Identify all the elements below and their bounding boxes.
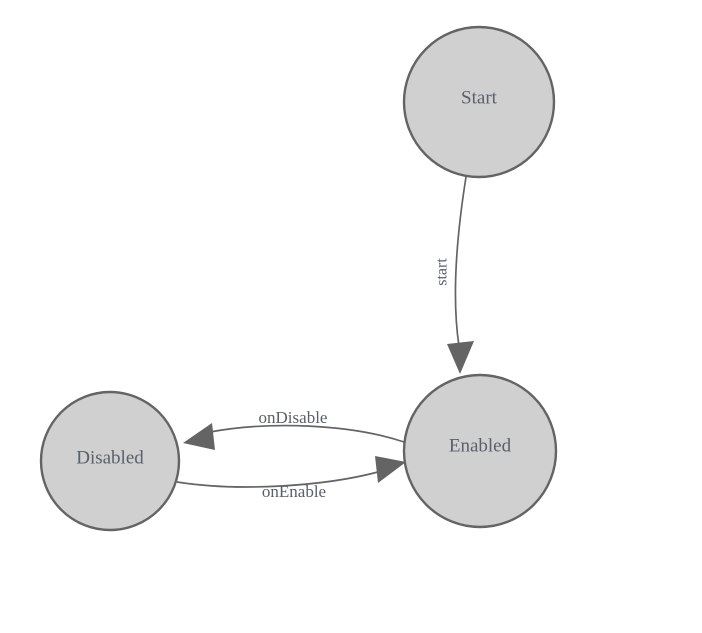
node-start-label: Start [461,87,498,108]
edge-label-ondisable: onDisable [259,408,328,427]
edge-label-start: start [434,258,451,286]
arrowhead-into-disabled [183,423,215,450]
node-disabled[interactable]: Disabled [39,390,181,532]
node-start-circle [402,25,556,179]
node-disabled-label: Disabled [76,447,144,468]
node-enabled-label: Enabled [449,435,512,456]
arrowhead-into-enabled-left [375,456,406,483]
node-disabled-circle [39,390,181,532]
node-start[interactable]: Start [402,25,556,179]
edge-disabled-to-enabled[interactable]: onEnable [176,456,406,501]
edge-disabled-to-enabled-path [176,471,379,488]
node-enabled[interactable]: Enabled [402,373,558,529]
edge-enabled-to-disabled-path [209,424,405,443]
node-enabled-circle [402,373,558,529]
arrowhead-into-enabled-top [447,341,474,374]
edge-label-onenable: onEnable [262,482,326,501]
edge-enabled-to-disabled[interactable]: onDisable [183,408,405,450]
edge-start-to-enabled[interactable]: start [434,176,474,374]
edge-start-to-enabled-path [454,176,467,347]
